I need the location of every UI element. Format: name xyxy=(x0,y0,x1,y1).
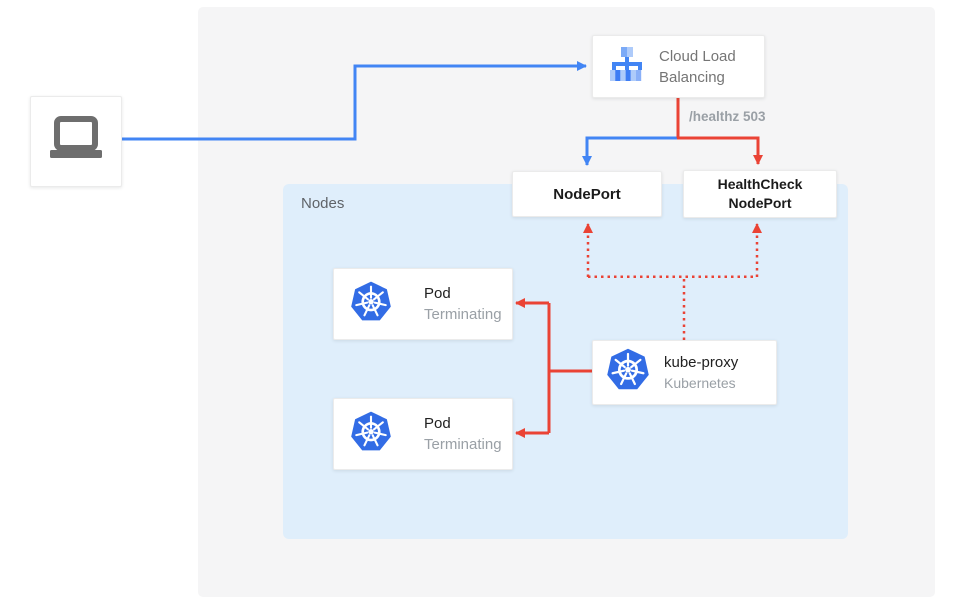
healthcheck-nodeport-label: HealthCheck NodePort xyxy=(717,176,803,211)
nodes-group-label: Nodes xyxy=(301,195,345,212)
nodeport-label: NodePort xyxy=(553,185,621,203)
pod-node-1: Pod Terminating xyxy=(333,268,513,340)
client-node xyxy=(30,96,122,187)
kubernetes-icon xyxy=(606,348,650,397)
cloud-load-balancing-icon xyxy=(607,47,647,86)
pod-2-labels: Pod Terminating xyxy=(424,415,502,453)
nodeport-node: NodePort xyxy=(512,171,662,217)
healthcheck-nodeport-node: HealthCheck NodePort xyxy=(683,170,837,218)
kubernetes-icon xyxy=(350,281,392,328)
kube-proxy-node: kube-proxy Kubernetes xyxy=(592,340,777,405)
kube-proxy-labels: kube-proxy Kubernetes xyxy=(664,353,739,391)
cloud-load-balancing-label: Cloud Load Balancing xyxy=(659,47,736,86)
pod-1-labels: Pod Terminating xyxy=(424,285,502,323)
healthz-status-label: /healthz 503 xyxy=(689,109,766,124)
pod-node-2: Pod Terminating xyxy=(333,398,513,470)
kubernetes-icon xyxy=(350,411,392,458)
laptop-icon xyxy=(48,116,104,167)
cloud-load-balancing-node: Cloud Load Balancing xyxy=(592,35,765,98)
